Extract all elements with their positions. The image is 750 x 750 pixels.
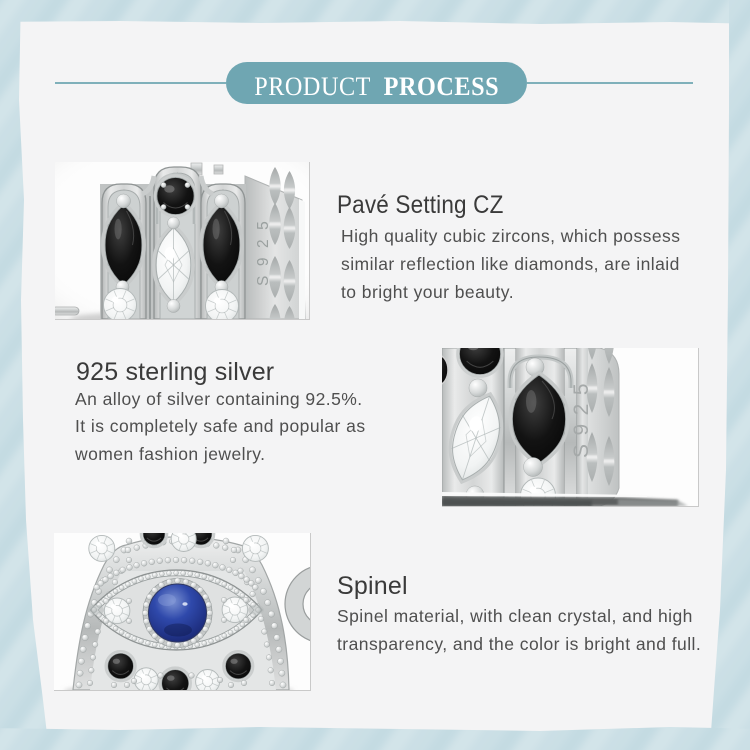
svg-text:S925: S925 bbox=[255, 212, 272, 286]
svg-text:S925: S925 bbox=[570, 375, 593, 458]
